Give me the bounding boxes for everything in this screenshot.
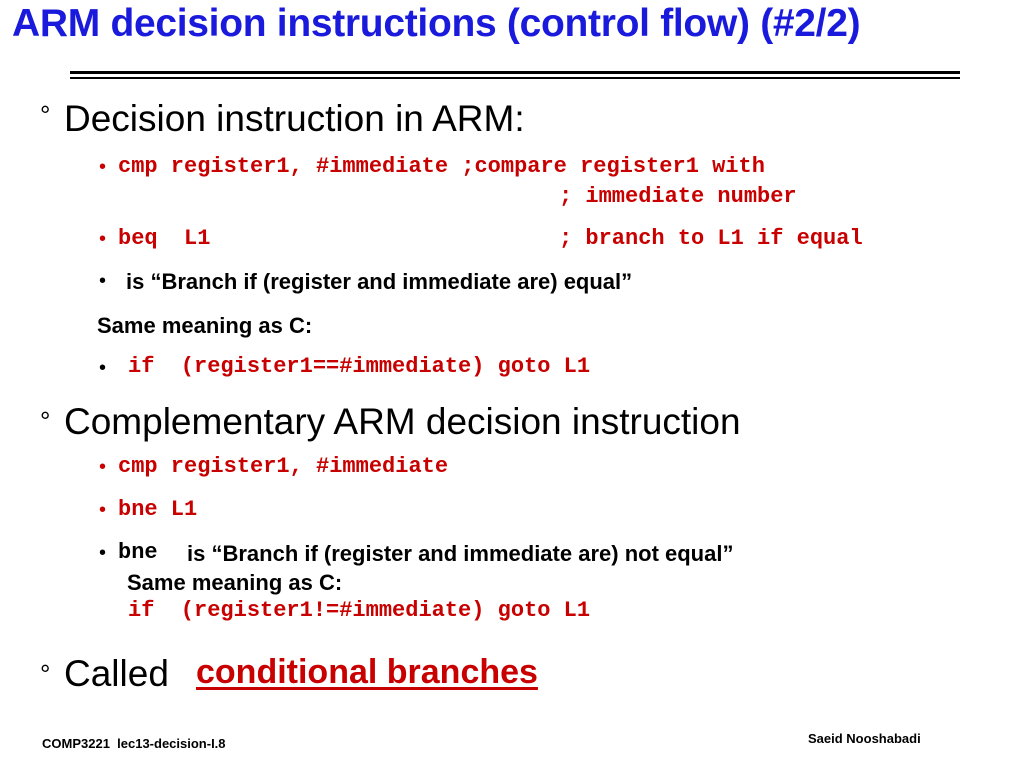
section2-heading: Complementary ARM decision instruction: [64, 401, 741, 442]
c-equivalent-code-2: if (register1!=#immediate) goto L1: [128, 598, 591, 623]
title-rule-top: [70, 71, 960, 74]
footer-author: Saeid Nooshabadi: [808, 731, 921, 746]
section1-heading: Decision instruction in ARM:: [64, 98, 525, 139]
degree-bullet-icon: °: [40, 100, 51, 130]
bullet-dot-icon: •: [99, 499, 107, 521]
footer-course-label: COMP3221 lec13-decision-I.8: [42, 736, 226, 751]
same-meaning-label: Same meaning as C:: [97, 313, 313, 338]
conditional-branches-link[interactable]: conditional branches: [196, 653, 538, 691]
c-equivalent-code: if (register1==#immediate) goto L1: [128, 354, 591, 379]
degree-bullet-icon: °: [40, 406, 51, 436]
same-meaning-label-2: Same meaning as C:: [127, 570, 343, 595]
degree-bullet-icon: °: [40, 659, 51, 689]
bullet-dot-icon: •: [99, 542, 107, 564]
bne-keyword: bne: [118, 540, 158, 565]
beq-comment: ; branch to L1 if equal: [559, 226, 863, 251]
cmp-instruction-line-2: cmp register1, #immediate: [118, 454, 449, 479]
bne-instruction: bne L1: [118, 497, 198, 522]
section3-prefix: Called: [64, 653, 169, 694]
beq-explanation: is “Branch if (register and immediate ar…: [126, 269, 633, 294]
bullet-dot-icon: •: [99, 456, 107, 478]
cmp-instruction-line: cmp register1, #immediate ;compare regis…: [118, 154, 765, 179]
slide-title: ARM decision instructions (control flow)…: [12, 2, 861, 45]
cmp-comment-continuation: ; immediate number: [559, 184, 797, 209]
bne-explanation: is “Branch if (register and immediate ar…: [187, 541, 734, 566]
bullet-dot-icon: •: [99, 156, 107, 178]
title-rule-bottom: [70, 77, 960, 79]
bullet-dot-icon: •: [99, 228, 107, 250]
bullet-dot-icon: •: [99, 357, 107, 379]
bullet-dot-icon: •: [99, 270, 107, 292]
beq-instruction: beq L1: [118, 226, 211, 251]
